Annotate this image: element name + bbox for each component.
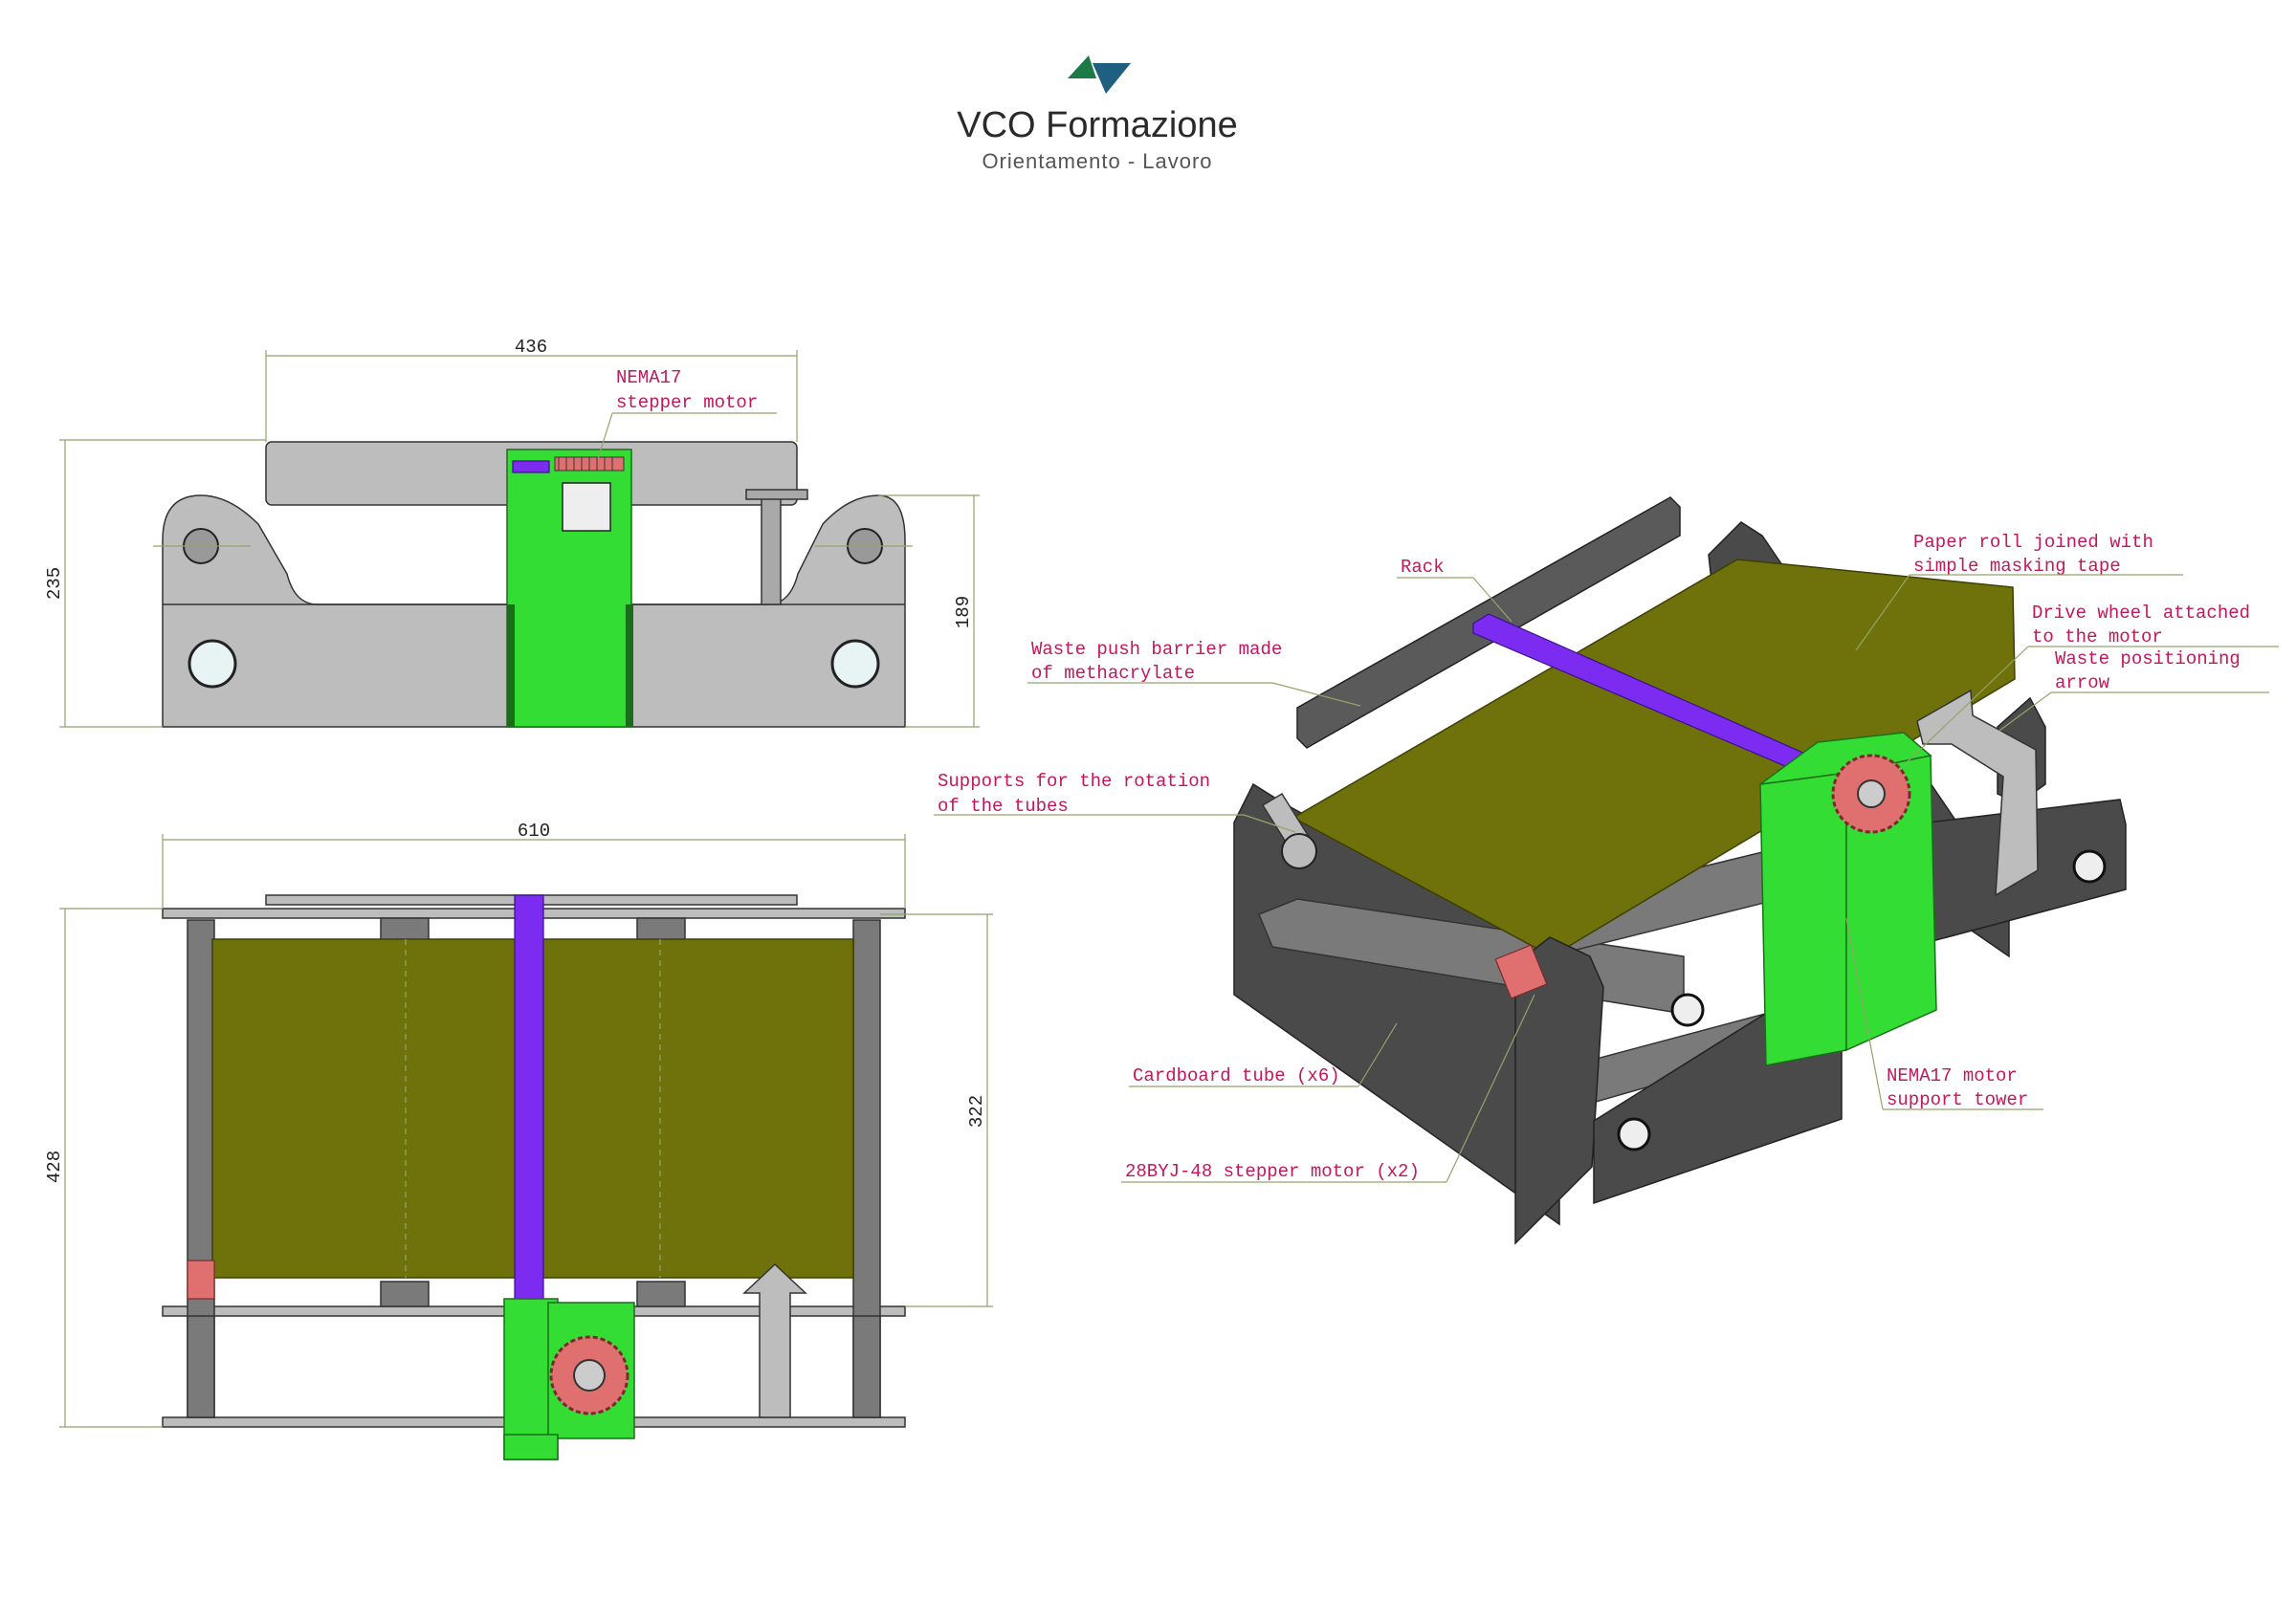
iso-gear-hub [1857, 779, 1886, 808]
front-arrow-post [761, 496, 782, 605]
front-arrow-cap [745, 489, 808, 500]
callout-cardboard-tube: Cardboard tube (x6) [1129, 1022, 1398, 1087]
iso-right-frame-hole [2072, 849, 2107, 884]
iso-front-plate-hole-2 [1670, 993, 1705, 1027]
front-tower-leg-left [507, 604, 515, 727]
logo-left-shape [1068, 55, 1096, 78]
brand-logo [1068, 55, 1131, 94]
front-gear-teeth [554, 456, 625, 472]
callout-supports: Supports for the rotation of the tubes [934, 771, 1296, 833]
callout-nema17-line2: stepper motor [616, 392, 758, 413]
callout-waste-barrier-line1: Waste push barrier made [1031, 639, 1282, 660]
callout-nema17-tower-line1: NEMA17 motor [1887, 1065, 2018, 1086]
front-view [153, 441, 913, 728]
callout-cardboard-tube-text: Cardboard tube (x6) [1133, 1065, 1340, 1086]
plan-stepper-motor [187, 1260, 215, 1300]
iso-left-support [1261, 792, 1317, 869]
dim-top-width: 436 [515, 337, 547, 358]
plan-tube-stub-6 [852, 1315, 881, 1418]
callout-waste-arrow: Waste positioning arrow [1998, 648, 2269, 732]
logo-right-shape [1093, 63, 1131, 94]
brand-name: VCO Formazione [957, 105, 1238, 145]
callout-rack-text: Rack [1401, 557, 1445, 578]
iso-waste-arrow [1916, 689, 2039, 897]
iso-paper [1292, 559, 2016, 957]
callout-supports-line1: Supports for the rotation [938, 771, 1210, 792]
front-tower-leg-right [626, 604, 633, 727]
plan-view [162, 894, 906, 1460]
callout-waste-arrow-line2: arrow [2055, 672, 2110, 693]
plan-tube-stub-3 [380, 1281, 430, 1307]
front-rack [512, 460, 550, 473]
plan-waste-arrow [742, 1262, 807, 1418]
iso-tower-front [1759, 772, 1847, 1066]
iso-front-plate-hole-1 [1617, 1117, 1651, 1151]
callout-paper-roll-line2: simple masking tape [1913, 556, 2121, 577]
iso-tower-top [1759, 732, 1932, 785]
brand-subtitle: Orientamento - Lavoro [982, 149, 1212, 173]
plan-tower-base [503, 1434, 559, 1460]
plan-rack [514, 894, 544, 1309]
front-motor-body [562, 482, 611, 532]
callout-28byj-stepper: 28BYJ-48 stepper motor (x2) [1121, 994, 1535, 1183]
iso-view [1233, 496, 2127, 1245]
front-right-hole [830, 639, 880, 689]
iso-front-stepper [1494, 944, 1548, 999]
callout-28byj-stepper-text: 28BYJ-48 stepper motor (x2) [1125, 1161, 1420, 1182]
callout-nema17-line1: NEMA17 [616, 367, 681, 388]
callout-drive-wheel: Drive wheel attached to the motor [1903, 603, 2279, 766]
iso-left-lower-plate [1514, 936, 1604, 1245]
front-left-hole [188, 639, 237, 689]
callout-waste-arrow-line1: Waste positioning [2055, 648, 2241, 669]
callout-nema17-top: NEMA17 stepper motor [597, 367, 777, 460]
callout-waste-barrier: Waste push barrier made of methacrylate [1027, 639, 1361, 707]
plan-gear-hub [573, 1359, 606, 1392]
dim-plan-width: 610 [518, 821, 550, 842]
callout-nema17-tower-line2: support tower [1887, 1089, 2028, 1110]
front-dimensions: 436 235 189 [44, 337, 980, 728]
callout-rack: Rack [1397, 557, 1512, 623]
dim-top-height: 235 [44, 567, 65, 600]
callout-paper-roll-line1: Paper roll joined with [1913, 532, 2153, 553]
callout-paper-roll: Paper roll joined with simple masking ta… [1855, 532, 2183, 651]
callout-nema17-tower: NEMA17 motor support tower [1845, 917, 2043, 1110]
callout-drive-wheel-line2: to the motor [2032, 626, 2163, 647]
dim-plan-right-height: 322 [966, 1095, 987, 1128]
callout-drive-wheel-line1: Drive wheel attached [2032, 603, 2250, 624]
callout-supports-line2: of the tubes [938, 796, 1069, 817]
callout-waste-barrier-line2: of methacrylate [1031, 663, 1195, 684]
plan-tube-stub-4 [636, 1281, 686, 1307]
plan-tube-stub-5 [187, 1315, 215, 1418]
plan-dimensions: 610 428 322 [44, 821, 993, 1428]
dim-plan-height: 428 [44, 1151, 65, 1183]
dim-top-right-height: 189 [953, 596, 974, 628]
